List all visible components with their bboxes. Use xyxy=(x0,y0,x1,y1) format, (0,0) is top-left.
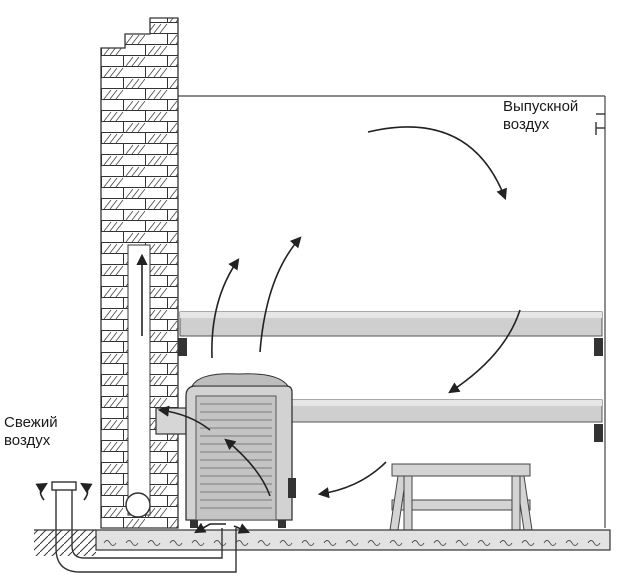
floor-mark xyxy=(521,540,535,546)
upper-bench xyxy=(178,311,603,356)
brick-chimney-icon xyxy=(100,17,179,529)
floor-mark xyxy=(587,540,601,546)
lower-bench xyxy=(289,399,603,442)
floor-mark xyxy=(543,540,557,546)
air-flow-arrow-icon xyxy=(35,126,521,534)
floor-mark xyxy=(499,540,513,546)
floor-mark xyxy=(433,540,447,546)
floor-mark xyxy=(345,540,359,546)
fresh-air-duct xyxy=(51,481,237,573)
floor-mark xyxy=(257,540,271,546)
floor-mark xyxy=(103,540,117,546)
floor-mark xyxy=(301,540,315,546)
floor-mark xyxy=(565,540,579,546)
floor-mark xyxy=(169,540,183,546)
bench-icon xyxy=(389,463,533,531)
floor xyxy=(95,529,611,551)
floor-mark xyxy=(389,540,403,546)
exhaust-vent xyxy=(595,113,605,135)
floor-mark xyxy=(125,540,139,546)
floor-mark xyxy=(411,540,425,546)
ground xyxy=(34,529,96,556)
fresh-air-label-line-2: воздух xyxy=(4,432,51,449)
room-outline xyxy=(178,95,606,528)
floor-mark xyxy=(191,540,205,546)
floor-mark xyxy=(147,540,161,546)
floor-mark xyxy=(367,540,381,546)
fresh-air-label-line-1: Свежий xyxy=(4,414,58,431)
floor-mark xyxy=(455,540,469,546)
exhaust-air-label-line-2: воздух xyxy=(503,116,550,133)
floor-mark xyxy=(235,540,249,546)
exhaust-air-label-line-1: Выпускной xyxy=(503,98,579,115)
fresh-air-label: Свежий воздух xyxy=(4,414,58,450)
floor-mark xyxy=(279,540,293,546)
floor-mark xyxy=(323,540,337,546)
exhaust-air-label: Выпускной воздух xyxy=(503,98,578,134)
floor-mark xyxy=(477,540,491,546)
floor-mark xyxy=(213,540,227,546)
